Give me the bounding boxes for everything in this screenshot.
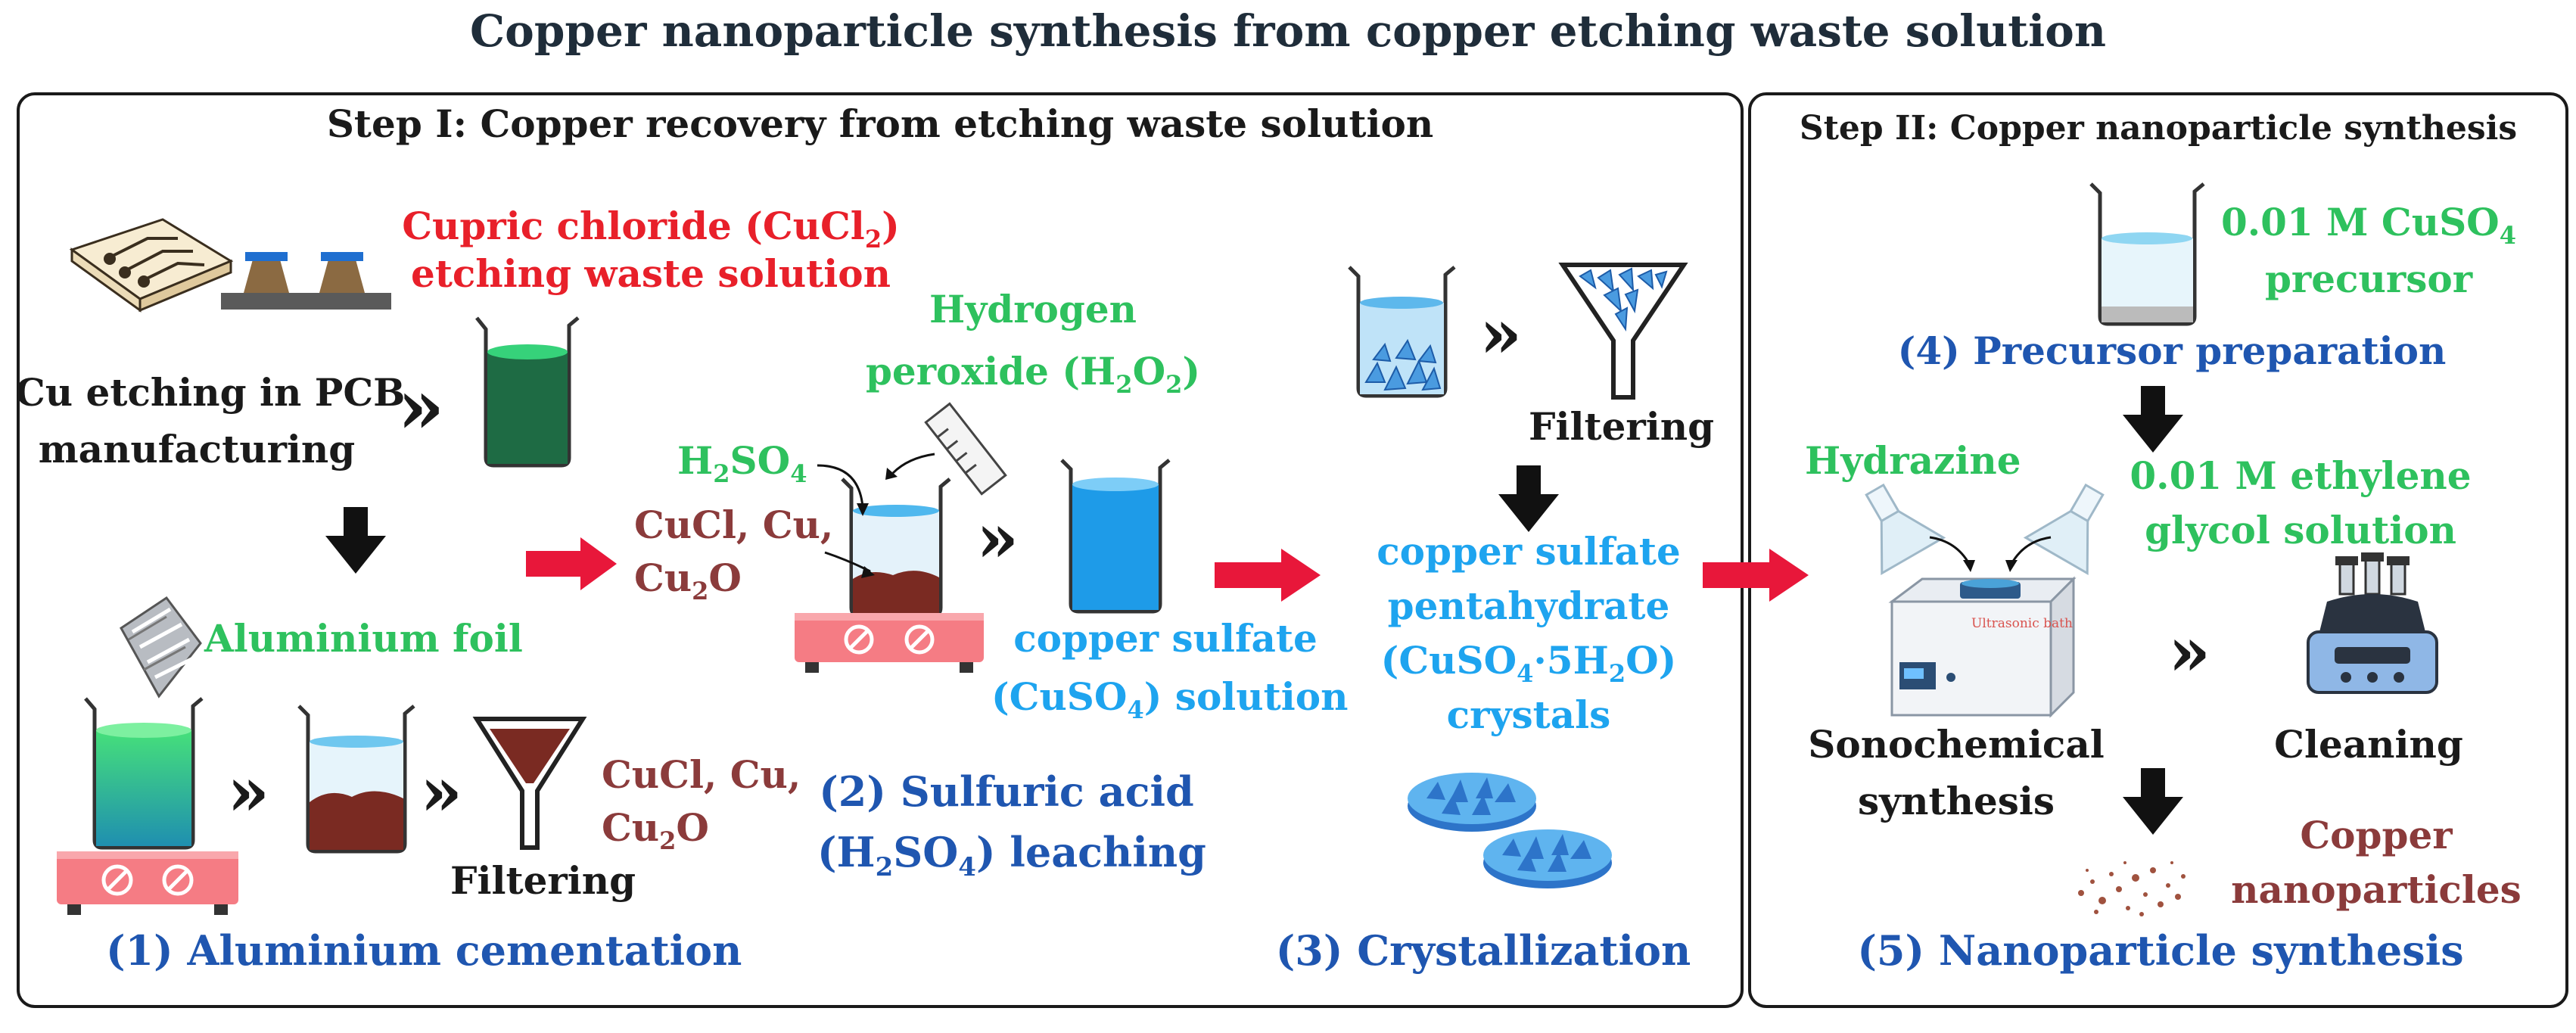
down-arrow-icon <box>1498 465 1559 532</box>
etching-waste-beaker-icon <box>475 316 580 468</box>
stage2-label-line2: (H2SO4) leaching <box>817 828 1206 882</box>
down-arrow-icon <box>325 507 386 574</box>
cementation-beaker-icon <box>297 705 415 854</box>
sonochemical-line2: synthesis <box>1857 779 2055 823</box>
aluminium-foil-icon <box>120 596 202 699</box>
hydrazine-label: Hydrazine <box>1805 438 2021 483</box>
h2so4-label: H2SO4 <box>677 438 807 488</box>
red-arrow-icon <box>1703 549 1809 602</box>
step1-heading: Step I: Copper recovery from etching was… <box>326 101 1434 146</box>
crystal-beaker-icon <box>1348 266 1456 398</box>
double-chevron-icon: » <box>976 498 1019 578</box>
pentahydrate-line2: pentahydrate <box>1387 583 1670 628</box>
step2-heading: Step II: Copper nanoparticle synthesis <box>1799 109 2518 148</box>
step1-panel <box>17 92 1744 1008</box>
hydrogen-peroxide-line1: Hydrogen <box>929 287 1137 331</box>
cucl-cu-cu2o-line1: CuCl, Cu, <box>602 752 801 797</box>
precursor-beaker-icon <box>2089 182 2205 326</box>
filtering-label-2: Filtering <box>1529 404 1715 449</box>
hotplate-icon <box>57 851 238 915</box>
filtering-label-1: Filtering <box>450 858 636 903</box>
red-arrow-icon <box>526 537 617 590</box>
crystal-funnel-icon <box>1558 263 1688 400</box>
step2-panel <box>1748 92 2568 1008</box>
pointer-arrows <box>1929 536 2052 572</box>
hydrazine-flask-icon <box>1865 483 1946 576</box>
double-chevron-icon: » <box>227 751 270 832</box>
aluminium-beaker-icon <box>84 697 204 850</box>
down-arrow-icon <box>2123 386 2183 453</box>
pointer-arrows <box>817 453 935 578</box>
double-chevron-icon: » <box>397 362 445 451</box>
cu-etching-line1: Cu etching in PCB <box>15 370 406 415</box>
copper-sulfate-beaker-icon <box>1060 459 1171 614</box>
stage4-label: (4) Precursor preparation <box>1897 328 2447 373</box>
copper-nanoparticles-line1: Copper <box>2300 813 2453 857</box>
cucl-cu-cu2o-line2: Cu2O <box>602 805 709 855</box>
page-title: Copper nanoparticle synthesis from coppe… <box>469 5 2106 57</box>
precursor-line2: precursor <box>2264 257 2473 301</box>
cupric-chloride-label-line1: Cupric chloride (CuCl2) <box>402 204 900 254</box>
funnel-icon <box>472 717 587 850</box>
leach-solid-line2: Cu2O <box>634 555 742 605</box>
copper-nanoparticles-line2: nanoparticles <box>2231 867 2522 912</box>
nanoparticles-icon <box>2078 861 2186 916</box>
leach-solid-line1: CuCl, Cu, <box>634 502 834 547</box>
double-chevron-icon: » <box>2168 611 2211 692</box>
stage5-label: (5) Nanoparticle synthesis <box>1857 926 2464 975</box>
precursor-line1: 0.01 M CuSO4 <box>2220 200 2516 250</box>
cupric-chloride-label-line2: etching waste solution <box>411 251 891 296</box>
ethylene-glycol-line1: 0.01 M ethylene <box>2130 453 2472 498</box>
hotplate-icon <box>795 613 984 673</box>
cu-etching-line2: manufacturing <box>38 427 356 471</box>
ultrasonic-bath-icon <box>1888 576 2077 718</box>
graduated-cylinder-icon <box>924 402 1007 496</box>
crystal-dish-icon <box>1408 773 1612 888</box>
double-chevron-icon: » <box>1479 294 1523 374</box>
glycol-flask-icon <box>2023 483 2105 576</box>
stage1-label: (1) Aluminium cementation <box>106 926 742 975</box>
pentahydrate-line4: crystals <box>1446 692 1611 737</box>
copper-sulfate-line2: (CuSO4) solution <box>991 674 1349 724</box>
ethylene-glycol-line2: glycol solution <box>2145 508 2456 552</box>
stage2-label-line1: (2) Sulfuric acid <box>819 767 1194 816</box>
red-arrow-icon <box>1215 549 1321 602</box>
stage3-label: (3) Crystallization <box>1275 926 1691 975</box>
centrifuge-icon <box>2307 552 2438 694</box>
ultrasonic-bath-label: Ultrasonic bath <box>1971 616 2073 631</box>
down-arrow-icon <box>2123 768 2183 835</box>
sonochemical-line1: Sonochemical <box>1808 722 2105 767</box>
pcb-board-icon <box>69 218 234 313</box>
copper-sulfate-line1: copper sulfate <box>1013 616 1318 661</box>
pentahydrate-line3: (CuSO4·5H2O) <box>1380 638 1677 688</box>
double-chevron-icon: » <box>420 751 463 832</box>
aluminium-foil-label: Aluminium foil <box>204 616 523 661</box>
cleaning-label: Cleaning <box>2274 722 2463 767</box>
etched-substrate-icon <box>221 252 391 310</box>
hydrogen-peroxide-line2: peroxide (H2O2) <box>865 349 1201 399</box>
pentahydrate-line1: copper sulfate <box>1377 529 1681 574</box>
